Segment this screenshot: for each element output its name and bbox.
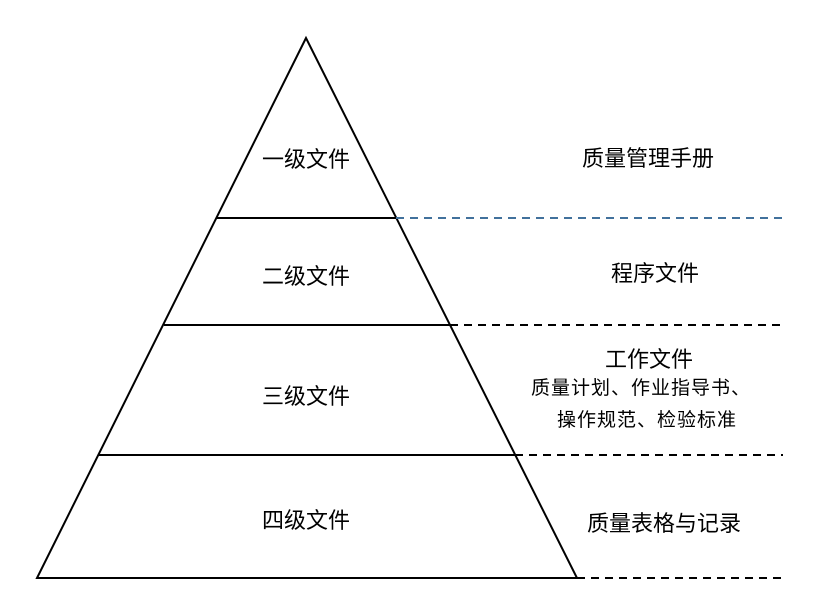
level-3-description: 工作文件 bbox=[605, 348, 693, 373]
level-3-label: 三级文件 bbox=[262, 385, 350, 410]
pyramid-outline bbox=[35, 35, 579, 579]
level-1-label: 一级文件 bbox=[262, 148, 350, 173]
level-4-description: 质量表格与记录 bbox=[587, 512, 741, 537]
level-2-description: 程序文件 bbox=[611, 262, 699, 287]
level-2-label: 二级文件 bbox=[262, 265, 350, 290]
level-1-description: 质量管理手册 bbox=[582, 147, 714, 172]
level-3-detail-1: 质量计划、作业指导书、 bbox=[531, 377, 751, 399]
level-3-detail-2: 操作规范、检验标准 bbox=[557, 409, 737, 431]
level-4-label: 四级文件 bbox=[262, 509, 350, 534]
